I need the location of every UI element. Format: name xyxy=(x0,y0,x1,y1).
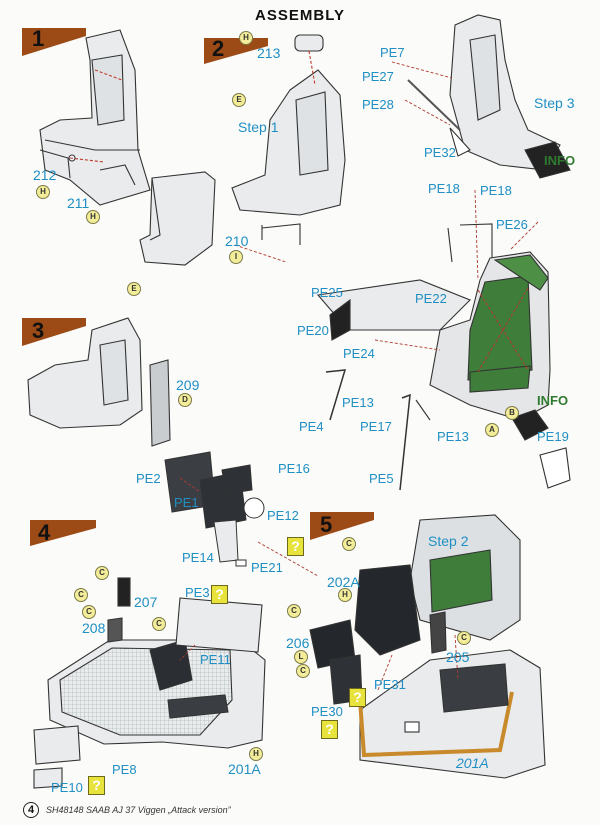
marker-h: H xyxy=(249,747,263,761)
part-label: 206 xyxy=(286,635,310,651)
pe-label: PE16 xyxy=(278,461,310,476)
pe-label: PE14 xyxy=(182,550,214,565)
pe-label: PE5 xyxy=(369,471,394,486)
pe-label: PE10 xyxy=(51,780,83,795)
pe-label: PE13 xyxy=(437,429,469,444)
marker-e: E xyxy=(127,282,141,296)
pe-label: PE20 xyxy=(297,323,329,338)
marker-c: C xyxy=(82,605,96,619)
pe-label: PE31 xyxy=(374,677,406,692)
marker-h: H xyxy=(36,185,50,199)
question-mark-box: ? xyxy=(349,688,366,707)
step-3-left-seat xyxy=(27,317,171,447)
pe-label: PE11 xyxy=(200,652,231,667)
step-2-tab xyxy=(204,38,268,64)
pe-label: PE18 xyxy=(480,183,512,198)
marker-c: C xyxy=(457,631,471,645)
pe-label: PE25 xyxy=(311,285,343,300)
info-label: INFO xyxy=(537,393,569,408)
marker-h: H xyxy=(338,588,352,602)
step-4-number: 4 xyxy=(38,520,51,545)
marker-l: L xyxy=(294,650,308,664)
marker-h: H xyxy=(239,31,253,45)
step-3-reference: Step 3 xyxy=(534,95,575,111)
instrument-panel-parts xyxy=(164,451,265,567)
pe-label: PE8 xyxy=(112,762,137,777)
info-label: INFO xyxy=(544,153,576,168)
marker-d: D xyxy=(178,393,192,407)
step-4-tab xyxy=(30,520,96,546)
pe-label: PE4 xyxy=(299,419,324,434)
marker-c: C xyxy=(287,604,301,618)
pe-label: PE7 xyxy=(380,45,405,60)
pe-label: PE1 xyxy=(174,495,199,510)
pe-label: PE28 xyxy=(362,97,394,112)
marker-a: A xyxy=(485,423,499,437)
step-2-seat-drawing xyxy=(139,34,346,266)
part-label: 212 xyxy=(33,167,57,183)
page-title: ASSEMBLY xyxy=(255,7,345,24)
part-label: 210 xyxy=(225,233,249,249)
step-5-cockpit xyxy=(309,514,546,779)
question-mark-box: ? xyxy=(321,720,338,739)
page-number: 4 xyxy=(23,802,39,818)
footer-caption: SH48148 SAAB AJ 37 Viggen „Attack versio… xyxy=(46,805,231,815)
pe-label: PE13 xyxy=(342,395,374,410)
pe-label: PE12 xyxy=(267,508,299,523)
step-1-reference: Step 1 xyxy=(238,119,279,135)
question-mark-box: ? xyxy=(211,585,228,604)
marker-e: E xyxy=(232,93,246,107)
step-1-seat-drawing xyxy=(39,29,151,206)
part-label: 209 xyxy=(176,377,200,393)
pe-label: PE27 xyxy=(362,69,394,84)
marker-c: C xyxy=(296,664,310,678)
part-label: 211 xyxy=(67,195,90,211)
step-3-main-seat xyxy=(261,223,571,491)
pe-label: PE30 xyxy=(311,704,343,719)
step-3-tab xyxy=(22,318,86,346)
step-5-tab xyxy=(310,512,374,540)
part-label: 213 xyxy=(257,45,281,61)
pe-label: PE26 xyxy=(496,217,528,232)
part-label: 208 xyxy=(82,620,106,636)
part-label: 202A xyxy=(327,574,360,590)
question-mark-box: ? xyxy=(287,537,304,556)
marker-c: C xyxy=(95,566,109,580)
assembly-guide-lines xyxy=(179,61,539,691)
pe-label: PE18 xyxy=(428,181,460,196)
step-3-seat-drawing xyxy=(407,14,571,179)
pe-label: PE3 xyxy=(185,585,210,600)
part-label: 205 xyxy=(446,649,470,665)
pe-label: PE17 xyxy=(360,419,392,434)
marker-b: B xyxy=(505,406,519,420)
step-3-number: 3 xyxy=(32,318,45,343)
step-2-number: 2 xyxy=(212,36,225,61)
pe-label: PE32 xyxy=(424,145,456,160)
part-label: 201A xyxy=(456,755,489,771)
marker-c: C xyxy=(74,588,88,602)
step-1-number: 1 xyxy=(32,26,45,51)
marker-c: C xyxy=(152,617,166,631)
pe-label: PE24 xyxy=(343,346,375,361)
pe-label: PE22 xyxy=(415,291,447,306)
pe-label: PE21 xyxy=(251,560,283,575)
part-label: 201A xyxy=(228,761,261,777)
step-5-number: 5 xyxy=(320,512,333,537)
marker-h: H xyxy=(86,210,100,224)
step-1-tab xyxy=(22,28,86,56)
part-label: 207 xyxy=(134,594,158,610)
pe-label: PE2 xyxy=(136,471,161,486)
question-mark-box: ? xyxy=(88,776,105,795)
step-4-cockpit-tub xyxy=(33,577,266,789)
marker-c: C xyxy=(342,537,356,551)
marker-i: I xyxy=(229,250,243,264)
pe-label: PE19 xyxy=(537,429,569,444)
step-2-reference: Step 2 xyxy=(428,533,469,549)
